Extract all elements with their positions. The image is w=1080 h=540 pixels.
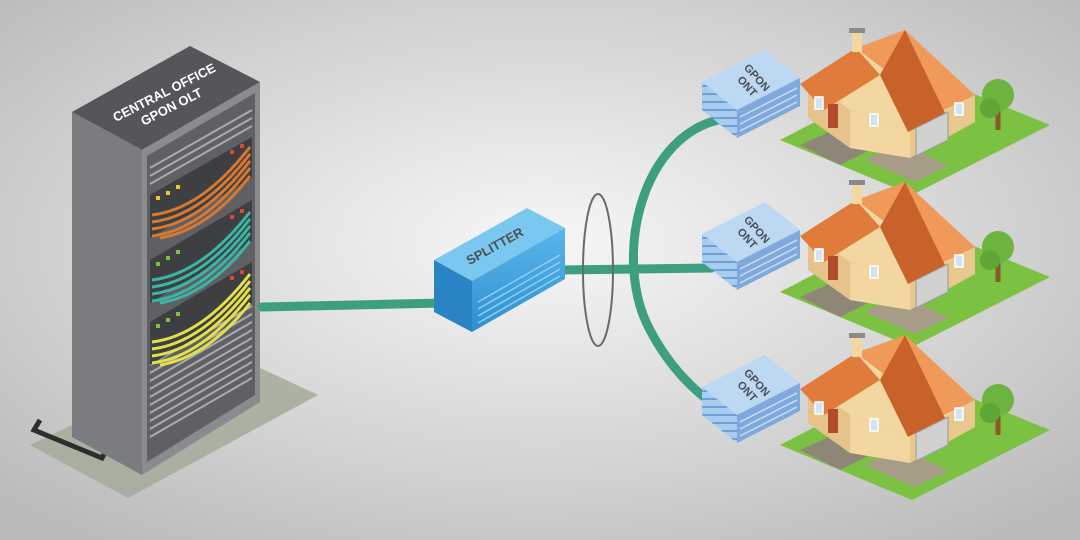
central-office-rack: CENTRAL OFFICE GPON OLT xyxy=(30,46,318,498)
ont-1: GPON ONT xyxy=(702,50,800,138)
splitter-device: SPLITTER xyxy=(434,208,565,332)
house-1 xyxy=(780,28,1050,195)
ont-3: GPON ONT xyxy=(702,355,800,443)
house-2 xyxy=(780,180,1050,347)
ont-2: GPON ONT xyxy=(702,202,800,290)
olt-to-splitter-fiber xyxy=(257,298,447,312)
splitter-branch-fiber xyxy=(628,113,733,410)
fiber-connector-ring-icon xyxy=(582,193,614,347)
house-3 xyxy=(780,333,1050,500)
fiber-lines xyxy=(257,113,733,410)
